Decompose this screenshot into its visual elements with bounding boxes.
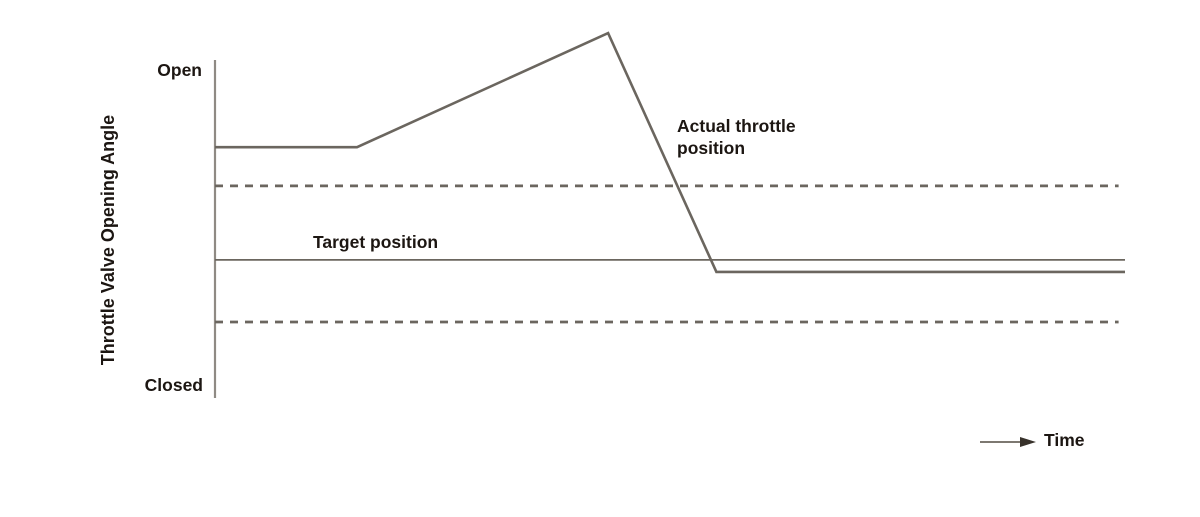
actual-throttle-line <box>215 31 1125 274</box>
target-position-annotation: Target position <box>313 232 439 252</box>
actual-position-annotation: Actual throttle position <box>677 115 837 159</box>
y-axis-title: Throttle Valve Opening Angle <box>98 114 118 366</box>
time-arrow-head-icon <box>1020 437 1036 447</box>
y-tick-open: Open <box>157 60 202 80</box>
actual-annotation-line2: position <box>677 138 746 158</box>
y-tick-closed: Closed <box>144 375 203 395</box>
actual-annotation-line1: Actual throttle <box>677 116 796 136</box>
x-axis-time-label: Time <box>1044 430 1085 450</box>
